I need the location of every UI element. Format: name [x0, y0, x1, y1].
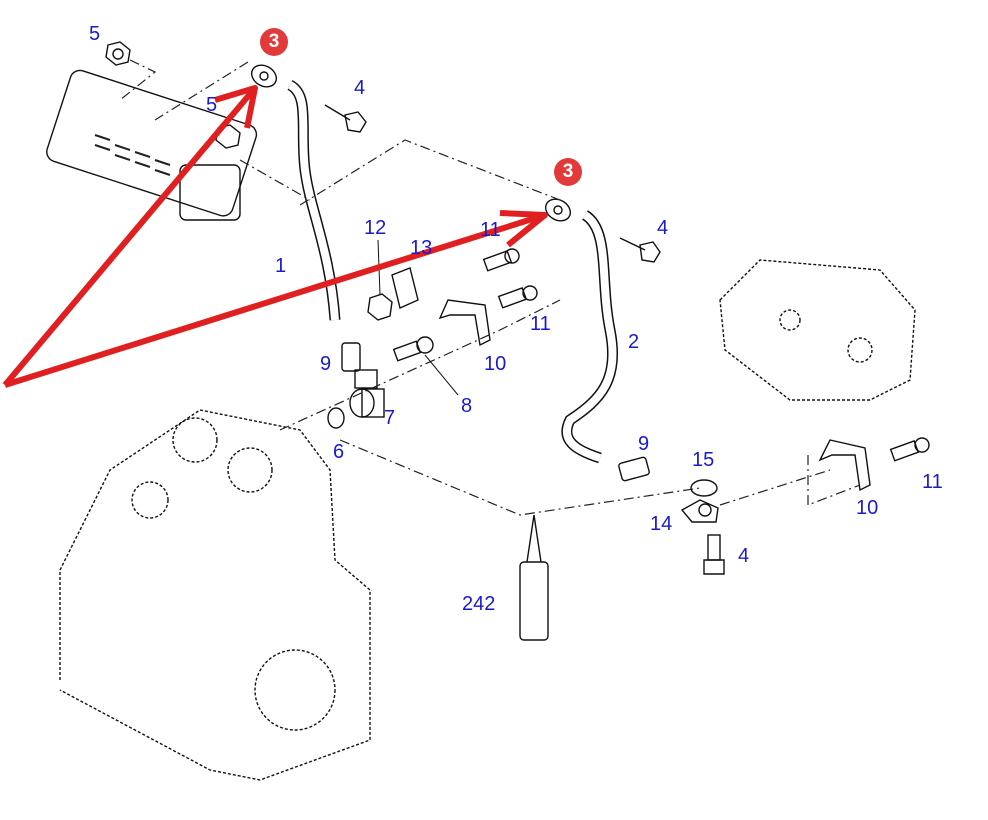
callout-9: 9 [320, 353, 332, 375]
gasket-3-top [250, 64, 278, 88]
callout-12: 12 [364, 217, 387, 239]
clamp-13 [391, 267, 419, 309]
highlight-marker-top: 3 [260, 28, 288, 56]
bolt-4-top [324, 104, 367, 133]
callout-4: 4 [738, 545, 750, 567]
callout-15: 15 [692, 449, 715, 471]
callout-1: 1 [275, 255, 287, 277]
callout-2: 2 [628, 331, 640, 353]
cylinder-head [719, 259, 916, 401]
fitting-14 [680, 499, 719, 523]
bolt-4-right [619, 237, 661, 263]
bracket-10-a [438, 299, 491, 347]
nut-5-top [105, 41, 131, 66]
o-ring-15 [690, 479, 718, 497]
sealant-tube-242 [519, 514, 549, 641]
bracket-10-b [818, 439, 871, 492]
callout-5: 5 [206, 94, 218, 116]
leader-8 [424, 354, 459, 396]
callout-11: 11 [480, 219, 501, 241]
bolt-8 [392, 336, 434, 362]
fitting-7 [349, 369, 385, 418]
callout-6: 6 [333, 441, 345, 463]
arrow-to-gasket-right [4, 212, 546, 388]
callout-13: 13 [410, 237, 433, 259]
egr-cooler [46, 69, 258, 221]
gasket-3-right [544, 198, 572, 222]
callout-10: 10 [484, 353, 507, 375]
callout-4: 4 [354, 77, 366, 99]
nut-5-mid [215, 124, 241, 149]
callout-11: 11 [530, 313, 551, 335]
callout-4: 4 [657, 217, 669, 239]
callout-8: 8 [461, 395, 473, 417]
connector-9-right [618, 456, 650, 482]
o-ring-6 [327, 407, 345, 429]
cylinder-block [59, 409, 371, 781]
callout-242: 242 [462, 593, 496, 615]
callout-5: 5 [89, 23, 101, 45]
bolt-11-b [497, 285, 538, 309]
callout-10: 10 [856, 497, 879, 519]
bolt-4-bottom [703, 534, 725, 575]
callout-9: 9 [638, 433, 650, 455]
arrow-to-gasket-top [2, 86, 258, 387]
highlight-marker-right: 3 [554, 158, 582, 186]
highlight-arrows [2, 85, 548, 388]
bolt-11-c [889, 437, 930, 462]
callout-14: 14 [650, 513, 673, 535]
connector-9-left [341, 342, 361, 372]
callout-11: 11 [922, 471, 943, 493]
bolt-11-a [482, 248, 520, 272]
assembly-lines [119, 59, 861, 516]
nut-12 [367, 293, 393, 321]
callout-7: 7 [384, 407, 396, 429]
